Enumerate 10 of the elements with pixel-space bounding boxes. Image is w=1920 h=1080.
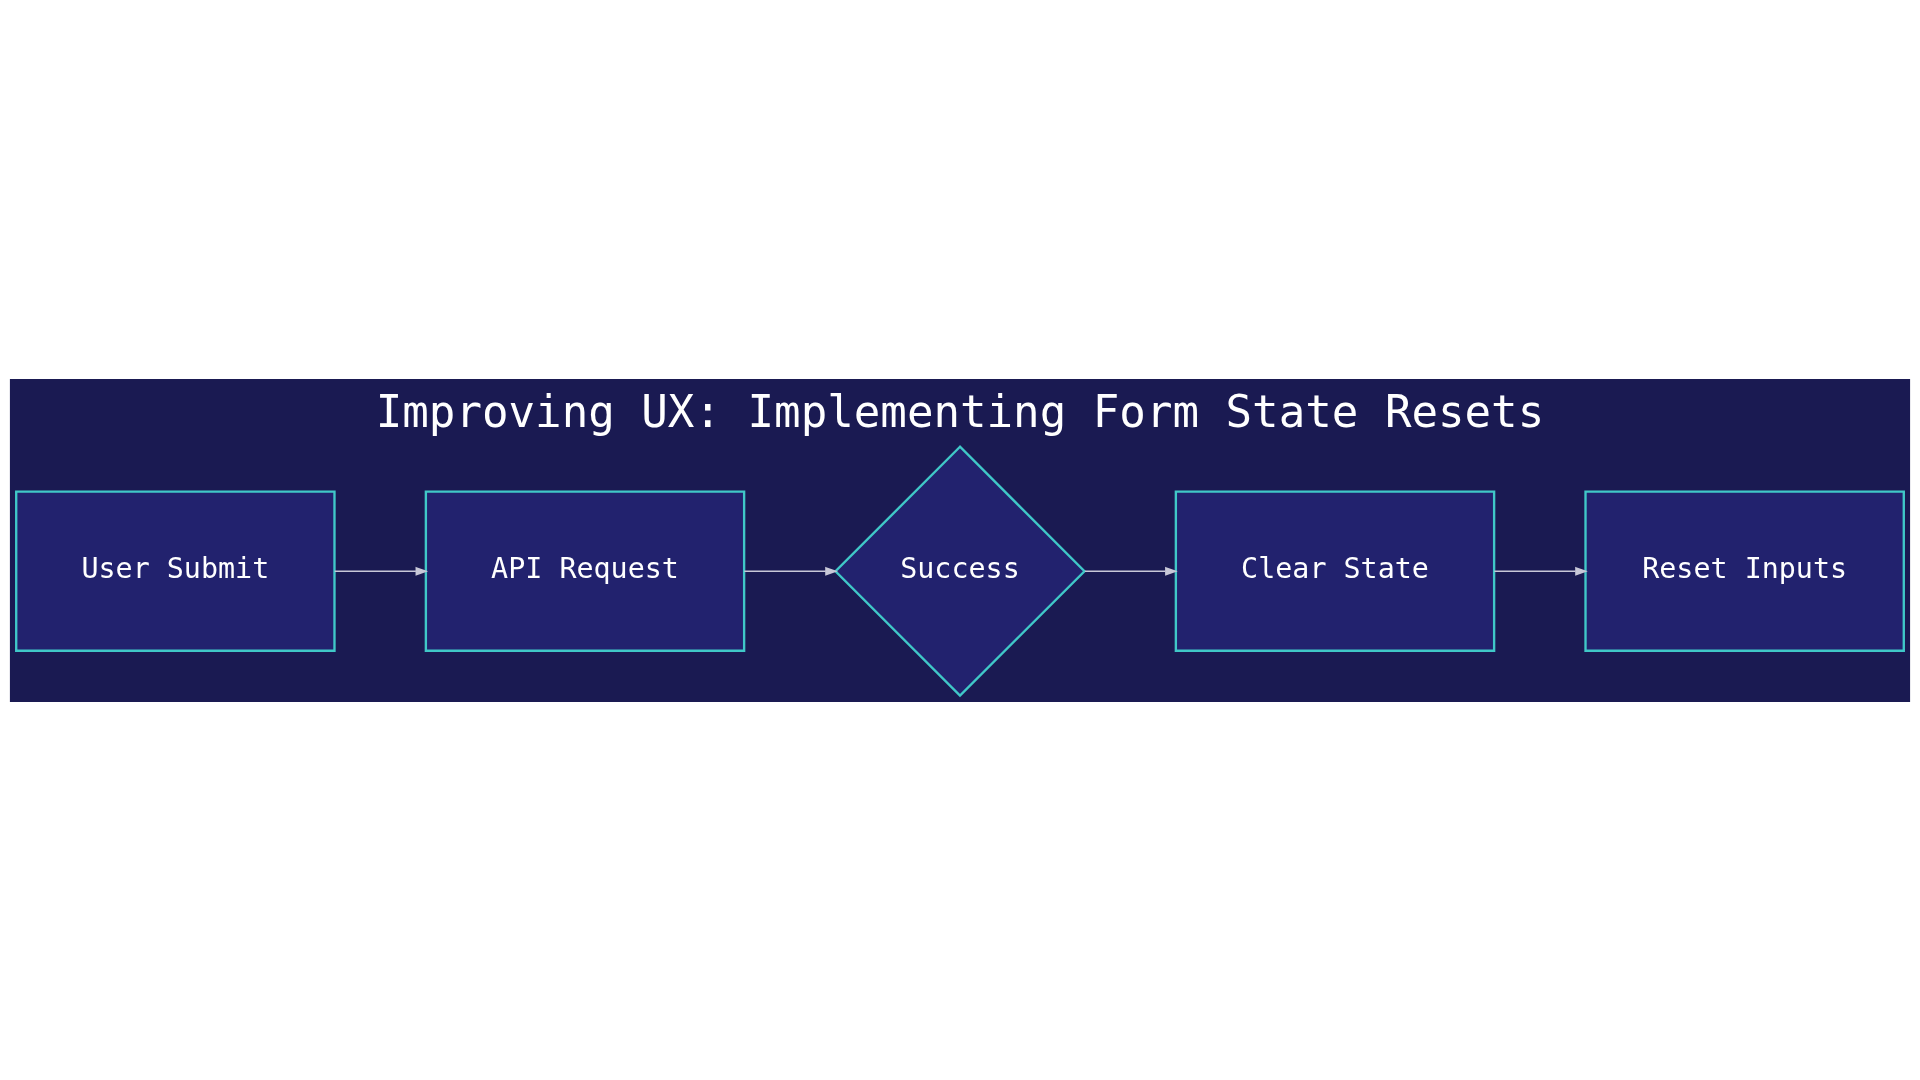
arrow	[333, 566, 429, 576]
node-box: User Submit	[15, 490, 336, 652]
arrow	[1493, 566, 1588, 576]
arrow	[743, 566, 838, 576]
arrow	[1084, 566, 1178, 576]
node-box: API Request	[424, 490, 746, 652]
diagram-title: Improving UX: Implementing Form State Resets	[375, 385, 1545, 437]
node-box: Reset Inputs	[1584, 490, 1905, 652]
node-diamond: Success	[833, 444, 1087, 697]
node-box: Clear State	[1174, 490, 1496, 652]
